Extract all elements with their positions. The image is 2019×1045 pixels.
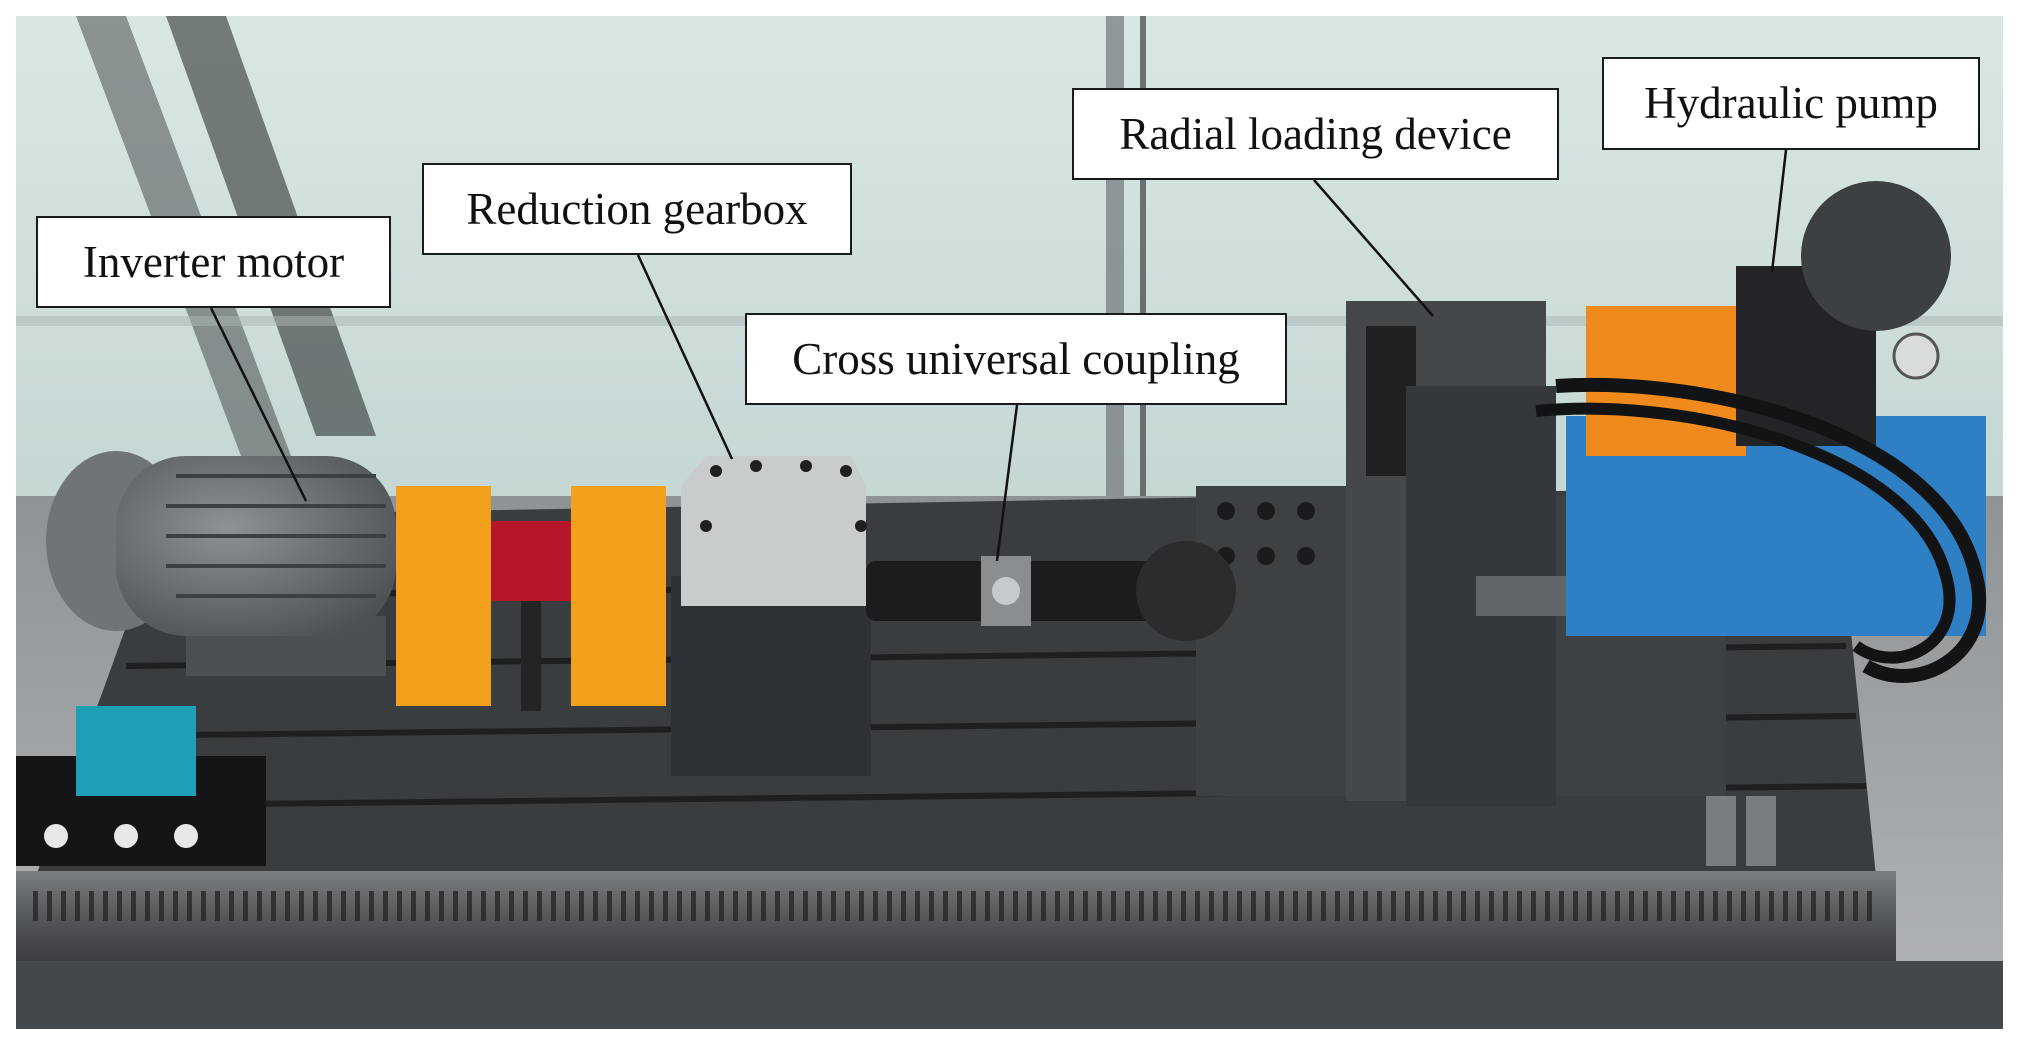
gearbox-housing: [681, 456, 866, 606]
test-bench-photo: [16, 16, 2003, 1029]
label-inverter-motor: Inverter motor: [36, 216, 391, 308]
orange-support-left: [396, 486, 491, 706]
torque-sensor: [491, 521, 571, 601]
label-radial-loading-device: Radial loading device: [1072, 88, 1559, 180]
pump-motor: [1801, 181, 1951, 331]
label-reduction-gearbox: Reduction gearbox: [422, 163, 852, 255]
label-cross-universal-coupling: Cross universal coupling: [745, 313, 1287, 405]
leader-lines: [209, 149, 1788, 562]
label-hydraulic-pump: Hydraulic pump: [1602, 57, 1980, 150]
orange-support-right: [571, 486, 666, 706]
motor-body: [116, 456, 396, 636]
